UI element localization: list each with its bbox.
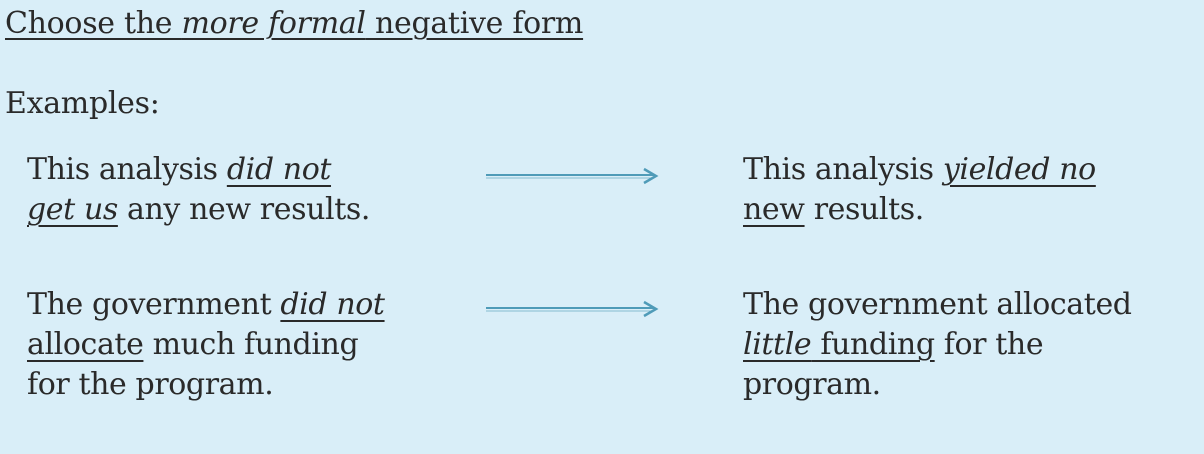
example-1-formal-line-1: This analysis yielded no	[743, 150, 1096, 190]
underlined-phrase: allocate	[27, 327, 144, 362]
example-2-informal-line-1: The government did not	[27, 285, 385, 325]
title-suffix: negative form	[365, 6, 584, 41]
title-emphasis: more formal	[181, 6, 366, 41]
example-1-informal: This analysis did not get us any new res…	[27, 150, 370, 230]
title-prefix: Choose the	[5, 6, 182, 41]
text-segment: This analysis	[743, 152, 943, 187]
example-1-informal-line-1: This analysis did not	[27, 150, 370, 190]
example-2-informal-line-3: for the program.	[27, 367, 274, 402]
examples-label: Examples:	[5, 86, 160, 121]
underlined-phrase: did not	[226, 152, 332, 187]
text-segment: results.	[804, 192, 925, 227]
underlined-phrase: yielded no	[942, 152, 1096, 187]
example-2-formal-line-1: The government allocated	[743, 287, 1132, 322]
underlined-phrase: new	[743, 192, 805, 227]
text-segment: The government	[27, 287, 281, 322]
example-1-informal-line-2: get us any new results.	[27, 190, 370, 230]
example-2-formal: The government allocated little funding …	[743, 285, 1132, 405]
example-2-formal-line-2: little funding for the	[743, 325, 1132, 365]
underlined-phrase: funding	[811, 327, 935, 362]
text-segment: much funding	[143, 327, 359, 362]
text-segment: any new results.	[117, 192, 370, 227]
example-2-informal-line-2: allocate much funding	[27, 325, 385, 365]
example-1-formal: This analysis yielded no new results.	[743, 150, 1096, 230]
example-2-informal: The government did not allocate much fun…	[27, 285, 385, 405]
text-segment: This analysis	[27, 152, 227, 187]
underlined-phrase: get us	[27, 192, 118, 227]
arrow-right-icon	[486, 300, 659, 318]
underlined-phrase: little	[743, 327, 812, 362]
slide-title: Choose the more formal negative form	[5, 4, 583, 44]
example-2-formal-line-3: program.	[743, 367, 881, 402]
underlined-phrase: did not	[280, 287, 385, 322]
arrow-right-icon	[486, 167, 659, 185]
example-1-formal-line-2: new results.	[743, 190, 1096, 230]
text-segment: for the	[934, 327, 1044, 362]
